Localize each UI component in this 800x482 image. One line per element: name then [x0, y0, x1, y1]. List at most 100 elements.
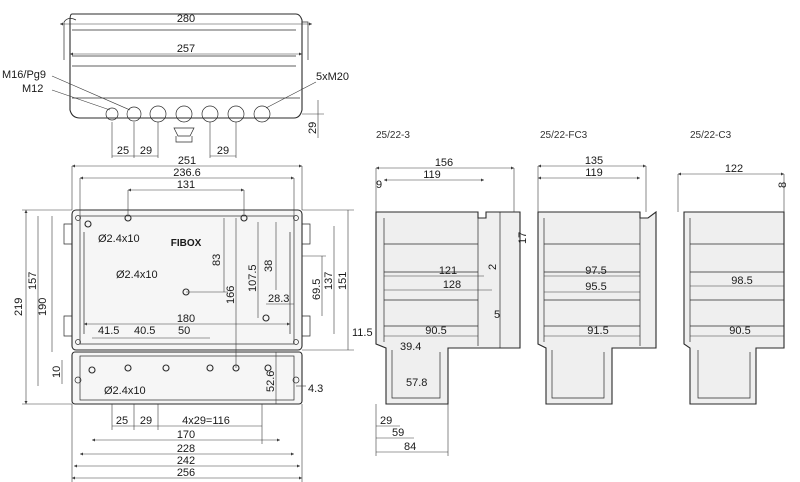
dim-29-label: 29 — [217, 145, 229, 157]
dim-97-5-label: 97.5 — [585, 265, 606, 277]
front-view-latch-tabs — [302, 223, 311, 337]
dim-90-5-label: 90.5 — [729, 325, 750, 337]
dim-107-5-label: 107.5 — [247, 264, 259, 292]
section-title: 25/22-3 — [376, 130, 410, 141]
gland-hole — [253, 105, 271, 123]
dim-38-label: 38 — [263, 260, 275, 272]
screw-hole — [74, 376, 82, 384]
gland-hole — [149, 105, 167, 123]
section-ribs — [543, 218, 641, 346]
section-lower-cavity — [391, 350, 441, 399]
dim-137-label: 137 — [323, 272, 335, 290]
dim-156-label: 156 — [435, 157, 453, 169]
dim-119-label: 119 — [423, 169, 441, 181]
mount-hole — [124, 214, 132, 222]
dim-83-label: 83 — [211, 254, 223, 266]
dim-257-label: 257 — [177, 43, 195, 55]
section-view-25-22-fc3: 25/22-FC3 135 119 97.5 95.5 91.5 — [537, 130, 657, 405]
dim-228-label: 228 — [177, 443, 195, 455]
dim-29-label: 29 — [140, 415, 152, 427]
section-lower-cavity — [697, 350, 751, 399]
mount-hole — [206, 364, 214, 372]
dim-25-label: 25 — [117, 145, 129, 157]
section-outline — [537, 210, 657, 405]
dim-135-label: 135 — [585, 155, 603, 167]
mount-hole — [264, 364, 272, 372]
gland-label-m12: M12 — [22, 83, 43, 95]
dim-151-label: 151 — [337, 272, 349, 290]
dim-57-8-label: 57.8 — [406, 377, 427, 389]
top-view-hinge — [63, 18, 309, 60]
section-lower-cavity — [551, 350, 605, 399]
mount-hole — [84, 220, 92, 228]
dim-157-label: 157 — [27, 272, 39, 290]
dim-40-5-label: 40.5 — [134, 325, 155, 337]
dim-95-5-label: 95.5 — [585, 281, 606, 293]
dim-98-5-label: 98.5 — [731, 275, 752, 287]
dim-236-6-label: 236.6 — [173, 167, 201, 179]
gland-hole — [201, 105, 219, 123]
dim-8-label: 8 — [777, 182, 789, 188]
dim-122-label: 122 — [725, 163, 743, 175]
dim-180-label: 180 — [177, 313, 195, 325]
dim-29-label: 29 — [140, 145, 152, 157]
gland-hole — [175, 105, 193, 123]
dim-280-label: 280 — [177, 13, 195, 25]
dim-170-label: 170 — [177, 429, 195, 441]
top-view-outline — [69, 13, 303, 119]
front-view: FIBOX 251 236.6 131 Ø2.4x10 — [13, 155, 354, 482]
top-view-latch-tab — [175, 136, 193, 143]
dim-91-5-label: 91.5 — [587, 325, 608, 337]
dim-84-label: 84 — [404, 441, 416, 453]
gland-label-m16: M16/Pg9 — [2, 69, 46, 81]
dim-59-label: 59 — [392, 427, 404, 439]
gland-hole — [227, 105, 245, 123]
hole-spec-bottom: Ø2.4x10 — [104, 385, 146, 397]
top-view-latch — [173, 127, 195, 137]
screw-hole — [75, 339, 81, 345]
section-view-25-22-3: 25/22-3 156 119 9 17 2 121 128 5 11.5 90… — [352, 130, 529, 456]
dim-4x29-label: 4x29=116 — [182, 415, 230, 427]
mount-hole — [88, 366, 96, 374]
leader-line — [51, 75, 131, 111]
dim-39-4-label: 39.4 — [400, 341, 421, 353]
gland-hole — [126, 106, 142, 122]
dim-251-label: 251 — [178, 155, 196, 167]
section-title: 25/22-FC3 — [540, 130, 588, 141]
top-view-lid-lines — [63, 22, 296, 67]
section-ribs — [383, 212, 501, 348]
gland-hole — [105, 107, 119, 121]
dim-121-label: 121 — [439, 265, 457, 277]
top-view: 280 257 M16/Pg9 M12 5xM20 25 29 29 29 — [2, 13, 349, 158]
brand-logo: FIBOX — [171, 238, 202, 249]
dim-2-label: 2 — [487, 264, 499, 270]
front-view-body — [71, 209, 303, 351]
section-outline — [683, 211, 785, 405]
section-title: 25/22-C3 — [690, 130, 732, 141]
dim-25-label: 25 — [116, 415, 128, 427]
mount-hole — [162, 364, 170, 372]
dim-166-label: 166 — [225, 286, 237, 304]
dim-5-label: 5 — [494, 309, 500, 321]
dim-90-5-label: 90.5 — [425, 325, 446, 337]
mount-hole — [240, 214, 248, 222]
dim-29-vertical-label: 29 — [307, 122, 319, 134]
dim-131-label: 131 — [177, 179, 195, 191]
screw-hole — [293, 215, 299, 221]
dim-256-label: 256 — [177, 467, 195, 479]
screw-hole — [292, 376, 300, 384]
front-view-hinge-tabs — [63, 223, 72, 337]
dim-69-5-label: 69.5 — [311, 279, 323, 300]
hole-spec-top: Ø2.4x10 — [98, 233, 140, 245]
din-rail-lines — [83, 232, 291, 334]
dim-41-5-label: 41.5 — [98, 325, 119, 337]
section-view-25-22-c3: 25/22-C3 122 8 98.5 90.5 — [677, 130, 789, 405]
front-view-inner-frame — [79, 215, 295, 345]
dim-29-label: 29 — [380, 415, 392, 427]
dim-50-label: 50 — [178, 325, 190, 337]
section-ribs — [689, 218, 784, 342]
section-outline — [375, 211, 521, 405]
gland-label-m20: 5xM20 — [316, 71, 349, 83]
